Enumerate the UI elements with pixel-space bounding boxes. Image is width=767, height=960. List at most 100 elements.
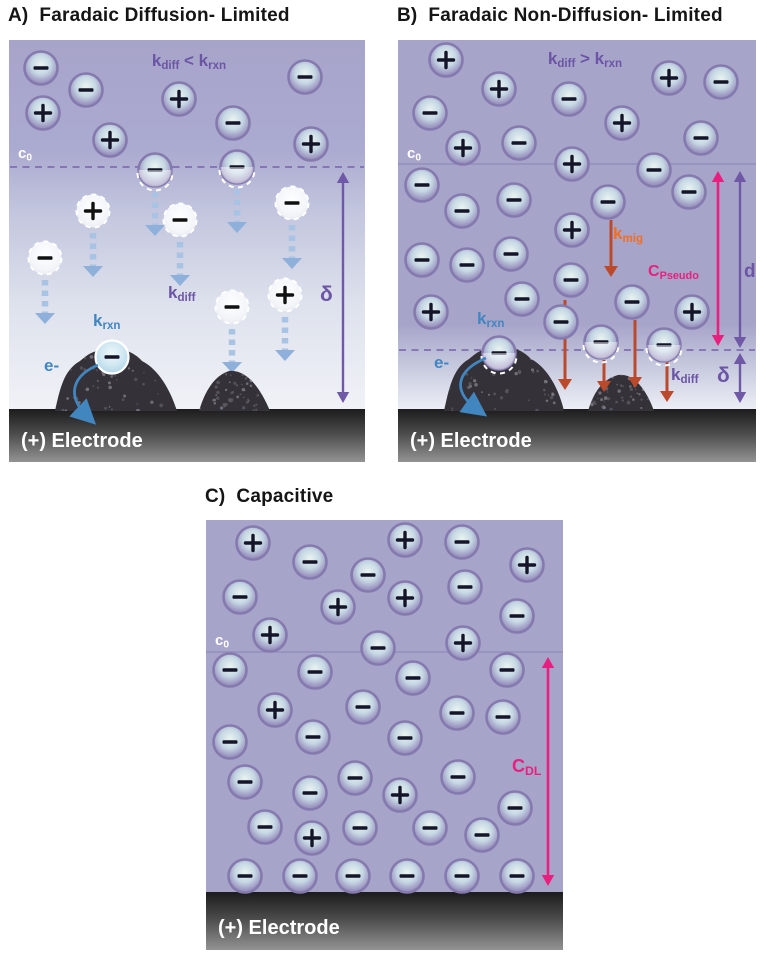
- arrowhead: [733, 337, 747, 348]
- arrowhead: [733, 353, 747, 364]
- label-kdiff: kdiff: [671, 365, 699, 386]
- minus-sign: [292, 874, 308, 878]
- ion-minus: [501, 125, 537, 161]
- minus-sign: [454, 540, 470, 544]
- speckle: [121, 398, 125, 402]
- minus-sign: [563, 278, 579, 282]
- speckle: [214, 385, 218, 389]
- ion-plus: [554, 146, 590, 182]
- electrode-label: (+) Electrode: [218, 917, 340, 939]
- speckle: [114, 375, 116, 377]
- ion-minus: [335, 858, 371, 894]
- arrowhead: [145, 225, 165, 236]
- speckle: [159, 403, 164, 408]
- ion-minus: [295, 719, 331, 755]
- ion-minus: [499, 598, 535, 634]
- speckle: [646, 398, 650, 401]
- label-kdiff>krxn: kdiff > krxn: [548, 49, 622, 70]
- plus-sign: [395, 588, 415, 608]
- minus-sign: [229, 165, 245, 169]
- arrowhead: [336, 392, 350, 403]
- ion-plus: [387, 580, 423, 616]
- speckle: [256, 394, 260, 397]
- label-δ: δ: [320, 283, 333, 306]
- label-part: Pseudo: [660, 270, 700, 282]
- speckle: [96, 379, 99, 382]
- label-part: DL: [525, 764, 542, 778]
- minus-sign: [347, 776, 363, 780]
- speckle: [549, 396, 554, 400]
- ion-minus: [274, 185, 310, 221]
- ion-minus: [590, 184, 626, 220]
- minus-sign: [514, 297, 530, 301]
- ion-plus: [674, 294, 710, 330]
- ion-minus: [497, 790, 533, 826]
- speckle: [505, 389, 509, 394]
- speckle: [216, 390, 220, 395]
- label-part: 0: [26, 153, 32, 164]
- ion-minus: [342, 810, 378, 846]
- plus-sign: [421, 302, 441, 322]
- speckle: [634, 388, 637, 391]
- speckle: [224, 388, 228, 392]
- speckle: [543, 379, 548, 384]
- speckle: [468, 384, 473, 388]
- minus-sign: [414, 258, 430, 262]
- ion-minus: [412, 95, 448, 131]
- speckle: [603, 406, 606, 410]
- arrowhead: [711, 335, 725, 346]
- minus-sign: [360, 573, 376, 577]
- ion-minus: [464, 817, 500, 853]
- plus-sign: [260, 625, 280, 645]
- ion-minus: [551, 81, 587, 117]
- speckle: [619, 384, 623, 387]
- speckle: [228, 381, 231, 384]
- minus-sign: [225, 121, 241, 125]
- arrowhead: [227, 222, 247, 233]
- depleted-half: [584, 342, 618, 359]
- ion-minus: [553, 262, 589, 298]
- speckle: [615, 400, 618, 404]
- minus-sign: [147, 168, 163, 172]
- speckle: [213, 401, 217, 405]
- electrode: [9, 409, 365, 462]
- minus-sign: [355, 705, 371, 709]
- speckle: [622, 385, 625, 388]
- minus-sign: [222, 668, 238, 672]
- speckle: [451, 409, 454, 411]
- plus-sign: [517, 555, 537, 575]
- plus-sign: [436, 50, 456, 70]
- ion-plus: [651, 60, 687, 96]
- speckle: [136, 408, 140, 411]
- speckle: [468, 387, 470, 390]
- ion-plus: [413, 294, 449, 330]
- ion-minus: [440, 759, 476, 795]
- minus-sign: [495, 715, 511, 719]
- speckle: [621, 399, 625, 402]
- ion-minus: [645, 327, 683, 367]
- label-part: diff: [557, 58, 575, 70]
- arrowhead: [35, 313, 55, 324]
- speckle: [236, 395, 240, 399]
- minus-sign: [646, 168, 662, 172]
- ion-plus: [161, 81, 197, 117]
- label-part: rxn: [208, 60, 226, 72]
- minus-sign: [302, 560, 318, 564]
- arrowhead: [282, 258, 302, 269]
- label-krxn: krxn: [93, 311, 120, 332]
- speckle: [70, 369, 72, 371]
- minus-sign: [656, 343, 672, 347]
- label-part: < k: [179, 51, 208, 70]
- speckle: [545, 399, 549, 402]
- speckle: [88, 409, 91, 411]
- ion-minus: [449, 247, 485, 283]
- ion-minus: [218, 149, 256, 189]
- label-part: k: [671, 365, 681, 384]
- arrowhead: [628, 377, 642, 388]
- speckle: [89, 355, 94, 359]
- speckle: [233, 381, 237, 385]
- label-c0: c0: [407, 145, 421, 164]
- ghost-arc: [136, 172, 174, 192]
